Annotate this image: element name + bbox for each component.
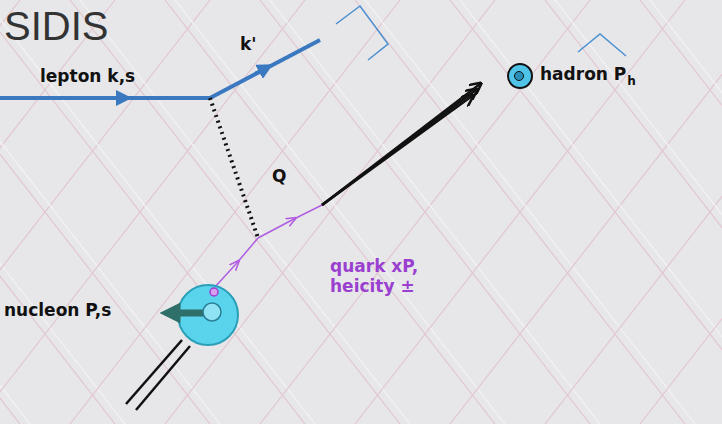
pattern-line bbox=[165, 0, 495, 424]
hadron-label: hadron P bbox=[540, 64, 626, 84]
diagram-title: SIDIS bbox=[4, 2, 108, 50]
pattern-line bbox=[0, 0, 20, 424]
hadron-icon bbox=[508, 64, 532, 88]
jet-line bbox=[322, 84, 480, 205]
pattern-line bbox=[0, 0, 115, 424]
subscript-label: h bbox=[627, 74, 636, 88]
pattern-line bbox=[165, 0, 495, 424]
pattern-line bbox=[80, 0, 410, 424]
spin-arrow bbox=[170, 310, 206, 317]
pattern-line bbox=[0, 0, 115, 424]
jet-line bbox=[322, 96, 472, 205]
pattern-line bbox=[260, 0, 590, 424]
pattern-line bbox=[355, 0, 685, 424]
quark-line bbox=[258, 220, 292, 238]
nucleon-line bbox=[136, 346, 190, 410]
photon-line bbox=[210, 98, 258, 238]
pattern-line bbox=[0, 0, 315, 424]
pattern-line bbox=[270, 0, 600, 424]
quark-line bbox=[292, 205, 322, 220]
pattern-line bbox=[0, 0, 30, 424]
nucleon-label: nucleon P,s bbox=[4, 300, 111, 320]
quark-dot bbox=[210, 288, 218, 296]
pattern-line bbox=[0, 0, 20, 424]
pattern-line bbox=[0, 0, 305, 424]
detector-bracket bbox=[336, 6, 388, 60]
hadron-icon bbox=[515, 72, 524, 81]
pattern-line bbox=[0, 0, 210, 424]
lepton-arrow bbox=[110, 96, 124, 100]
quark-line bbox=[236, 238, 258, 264]
pattern-line bbox=[70, 0, 400, 424]
pattern-line bbox=[450, 0, 722, 424]
pattern-line bbox=[0, 0, 305, 424]
pattern-line bbox=[355, 0, 685, 424]
quark-label: quark xP, heicity ± bbox=[330, 256, 442, 297]
pattern-line bbox=[650, 0, 722, 424]
pattern-line bbox=[175, 0, 505, 424]
pattern-line bbox=[365, 0, 695, 424]
pattern-line bbox=[450, 0, 722, 424]
nucleon-line bbox=[126, 340, 182, 404]
photon-label: Q bbox=[272, 166, 286, 186]
lepton-line bbox=[210, 40, 320, 98]
pattern-line bbox=[70, 0, 400, 424]
pattern-line bbox=[555, 0, 722, 424]
momentum-label: k' bbox=[240, 34, 257, 54]
pattern-line bbox=[460, 0, 722, 424]
lepton-arrow bbox=[255, 68, 266, 74]
pattern-line bbox=[640, 0, 722, 424]
pattern-line bbox=[545, 0, 722, 424]
lepton-label: lepton k,s bbox=[40, 66, 135, 86]
quark-line bbox=[214, 264, 236, 288]
quark-icon bbox=[203, 303, 221, 321]
pattern-line bbox=[545, 0, 722, 424]
jet-line bbox=[322, 90, 476, 205]
pattern-line bbox=[0, 0, 210, 424]
pattern-line bbox=[640, 0, 722, 424]
pattern-line bbox=[260, 0, 590, 424]
pattern-line bbox=[0, 0, 125, 424]
lepton-line bbox=[0, 96, 210, 100]
detector-bracket bbox=[578, 34, 626, 56]
pattern-line bbox=[0, 0, 220, 424]
